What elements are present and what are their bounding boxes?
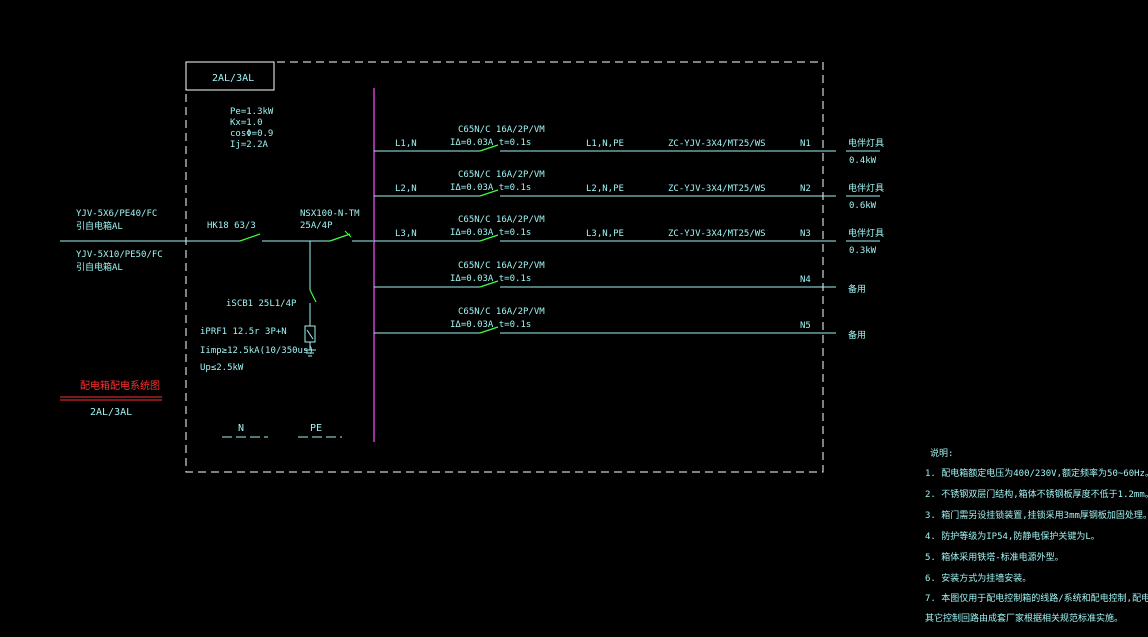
circuit-phase: L2,N bbox=[395, 184, 417, 194]
param-ij: Ij=2.2A bbox=[230, 140, 269, 150]
main-breaker-label-1: NSX100-N-TM bbox=[300, 209, 360, 219]
circuit-load: 电伴灯具 bbox=[848, 227, 884, 239]
spd-breaker bbox=[309, 289, 317, 303]
circuit-cable: ZC-YJV-3X4/MT25/WS bbox=[668, 229, 766, 239]
circuit-n4: C65N/C 16A/2P/VM IΔ=0.03A t=0.1s N4 备用 bbox=[374, 261, 866, 295]
circuit-number: N1 bbox=[800, 139, 811, 149]
spd-breaker-label: iSCB1 25L1/4P bbox=[226, 299, 297, 309]
circuit-conductors: L2,N,PE bbox=[586, 184, 624, 194]
circuit-rcd-label: IΔ=0.03A t=0.1s bbox=[450, 274, 531, 284]
isolator-label: HK18 63/3 bbox=[207, 221, 256, 231]
panel-title-box bbox=[185, 61, 275, 91]
panel-boundary bbox=[185, 61, 824, 473]
main-breaker-label-2: 25A/4P bbox=[300, 221, 333, 231]
circuit-cable: ZC-YJV-3X4/MT25/WS bbox=[668, 184, 766, 194]
param-kx: Kx=1.0 bbox=[230, 118, 263, 128]
circuit-breaker-label: C65N/C 16A/2P/VM bbox=[458, 307, 545, 317]
circuit-rcd-label: IΔ=0.03A t=0.1s bbox=[450, 183, 531, 193]
circuit-breaker-label: C65N/C 16A/2P/VM bbox=[458, 261, 545, 271]
circuit-power: 0.6kW bbox=[849, 201, 877, 211]
spd-arrow bbox=[306, 329, 314, 340]
note-item: 6. 安装方式为挂墙安装。 bbox=[925, 572, 1031, 584]
panel-title: 2AL/3AL bbox=[212, 73, 254, 84]
circuit-breaker-label: C65N/C 16A/2P/VM bbox=[458, 170, 545, 180]
incoming-cable-2: YJV-5X10/PE50/FC bbox=[76, 250, 163, 260]
spd-label-2: Iimp≥12.5kA(10/350us) bbox=[200, 346, 314, 356]
circuit-power: 0.4kW bbox=[849, 156, 877, 166]
notes-heading: 说明: bbox=[930, 447, 953, 459]
circuit-breaker bbox=[479, 144, 499, 152]
incoming-cable-1: YJV-5X6/PE40/FC bbox=[76, 209, 157, 219]
circuit-conductors: L1,N,PE bbox=[586, 139, 624, 149]
circuit-n1: L1,N C65N/C 16A/2P/VM IΔ=0.03A t=0.1s L1… bbox=[374, 125, 884, 166]
circuit-number: N4 bbox=[800, 275, 811, 285]
param-cos: cosΦ=0.9 bbox=[230, 129, 273, 139]
circuit-load: 备用 bbox=[848, 329, 866, 341]
circuit-breaker-label: C65N/C 16A/2P/VM bbox=[458, 215, 545, 225]
incoming-cable-1-note: 引自电箱AL bbox=[76, 220, 123, 232]
note-item: 4. 防护等级为IP54,防静电保护关键为L。 bbox=[925, 530, 1100, 542]
note-item: 5. 箱体采用铁塔-标准电源外型。 bbox=[925, 551, 1064, 563]
circuit-number: N2 bbox=[800, 184, 811, 194]
circuit-phase: L1,N bbox=[395, 139, 417, 149]
note-item: 2. 不锈钢双层门结构,箱体不锈钢板厚度不低于1.2mm。 bbox=[925, 488, 1148, 500]
note-item: 其它控制回路由成套厂家根据相关规范标准实施。 bbox=[925, 612, 1123, 624]
circuit-load: 电伴灯具 bbox=[848, 137, 884, 149]
circuit-power: 0.3kW bbox=[849, 246, 877, 256]
circuit-rcd-label: IΔ=0.03A t=0.1s bbox=[450, 228, 531, 238]
circuit-breaker bbox=[479, 189, 499, 197]
spd-label-1: iPRF1 12.5r 3P+N bbox=[200, 327, 287, 337]
circuit-breaker bbox=[479, 280, 499, 288]
incoming-cable-2-note: 引自电箱AL bbox=[76, 261, 123, 273]
param-pe: Pe=1.3kW bbox=[230, 107, 274, 117]
circuit-number: N3 bbox=[800, 229, 811, 239]
circuit-n3: L3,N C65N/C 16A/2P/VM IΔ=0.03A t=0.1s L3… bbox=[374, 215, 884, 256]
circuit-breaker bbox=[479, 326, 499, 334]
main-breaker bbox=[329, 233, 351, 242]
circuit-cable: ZC-YJV-3X4/MT25/WS bbox=[668, 139, 766, 149]
circuit-n2: L2,N C65N/C 16A/2P/VM IΔ=0.03A t=0.1s L2… bbox=[374, 170, 884, 211]
circuit-n5: C65N/C 16A/2P/VM IΔ=0.03A t=0.1s N5 备用 bbox=[374, 307, 866, 341]
circuit-breaker bbox=[479, 234, 499, 242]
legend-subtitle: 2AL/3AL bbox=[90, 407, 132, 418]
circuit-load: 备用 bbox=[848, 283, 866, 295]
circuit-conductors: L3,N,PE bbox=[586, 229, 624, 239]
legend-title: 配电箱配电系统图 bbox=[80, 379, 160, 392]
note-item: 7. 本图仅用于配电控制箱的线路/系统和配电控制,配电箱内的 bbox=[925, 592, 1148, 604]
pe-bus-label: PE bbox=[310, 423, 322, 434]
circuit-rcd-label: IΔ=0.03A t=0.1s bbox=[450, 138, 531, 148]
circuit-breaker-label: C65N/C 16A/2P/VM bbox=[458, 125, 545, 135]
circuit-number: N5 bbox=[800, 321, 811, 331]
n-bus-label: N bbox=[238, 423, 244, 434]
note-item: 3. 箱门需另设挂锁装置,挂锁采用3mm厚钢板加固处理。 bbox=[925, 509, 1148, 521]
circuit-phase: L3,N bbox=[395, 229, 417, 239]
isolator-switch bbox=[239, 233, 261, 242]
spd-label-3: Up≤2.5kW bbox=[200, 363, 244, 373]
circuit-load: 电伴灯具 bbox=[848, 182, 884, 194]
main-breaker-cross bbox=[344, 230, 352, 238]
circuit-rcd-label: IΔ=0.03A t=0.1s bbox=[450, 320, 531, 330]
note-item: 1. 配电箱额定电压为400/230V,额定频率为50~60Hz。 bbox=[925, 467, 1148, 479]
